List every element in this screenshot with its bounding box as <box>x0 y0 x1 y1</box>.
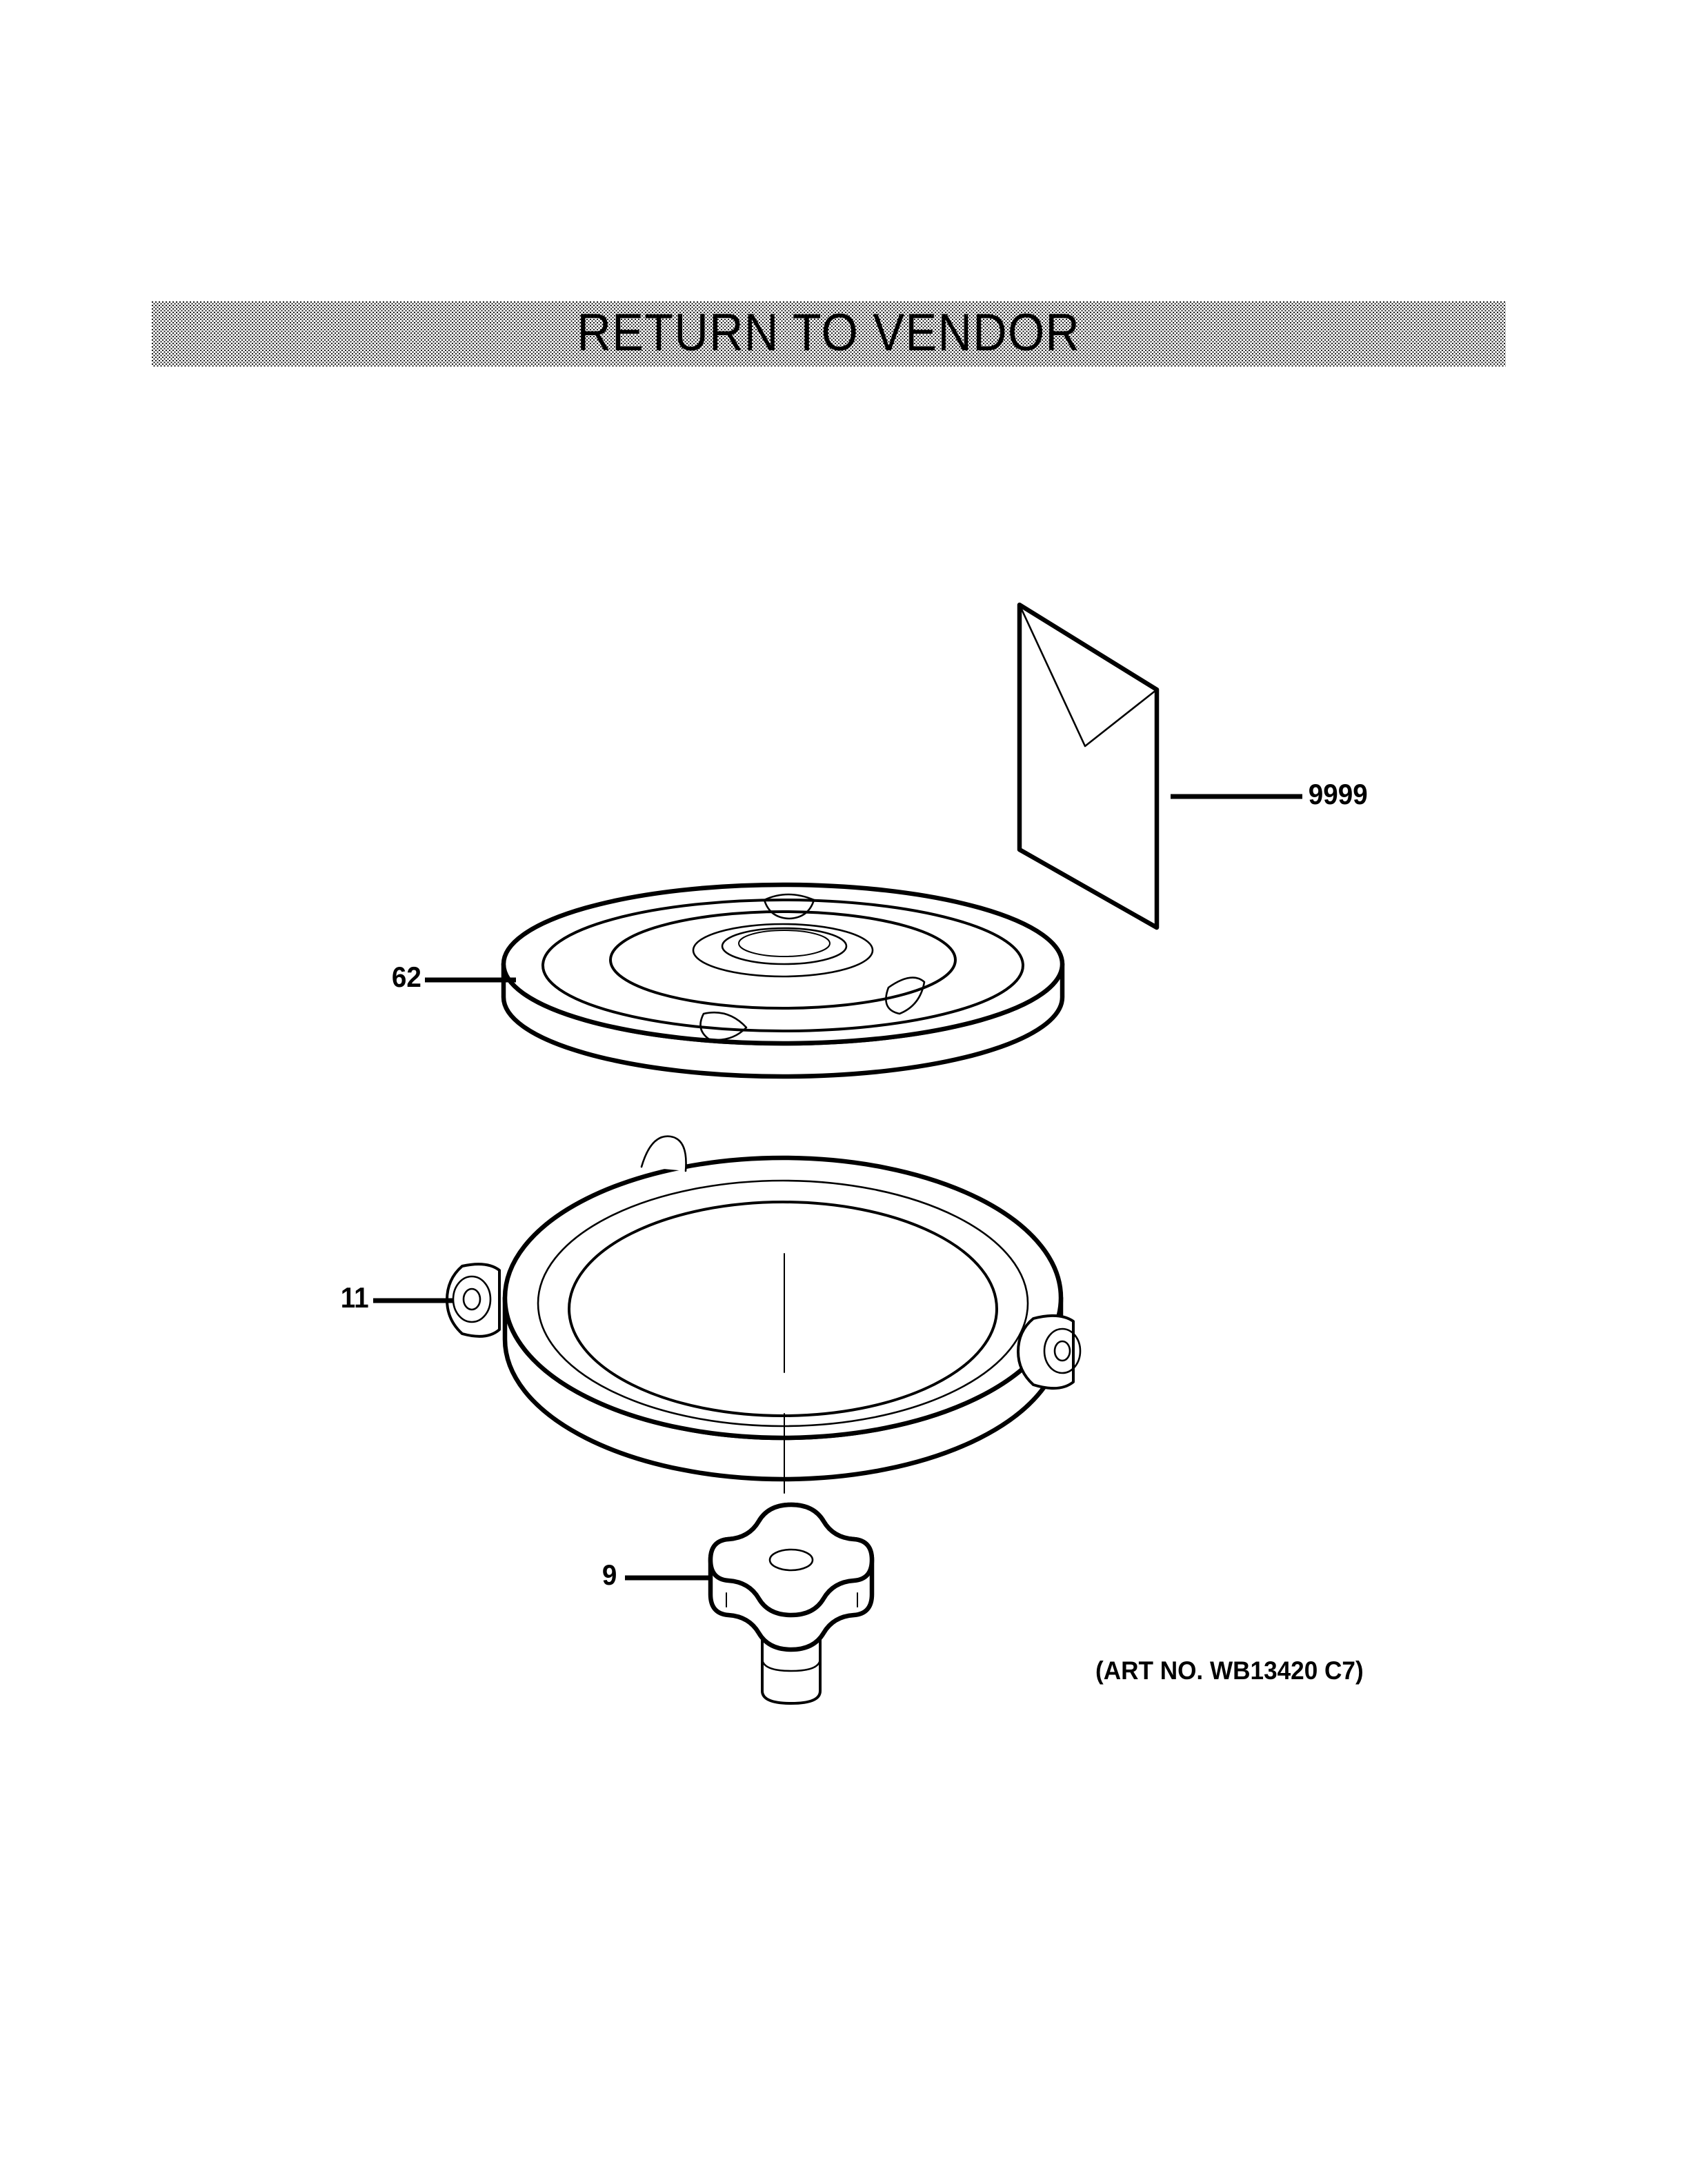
part-literature-envelope <box>1017 602 1160 930</box>
callout-label-9999: 9999 <box>1308 778 1368 810</box>
part-turntable-tray <box>501 882 1065 1079</box>
roller-right <box>1017 1314 1082 1390</box>
page-title: RETURN TO VENDOR <box>577 303 1081 362</box>
callout-label-11: 11 <box>340 1281 369 1314</box>
roller-left <box>446 1263 501 1338</box>
part-turntable-coupler <box>708 1502 875 1705</box>
callout-label-9: 9 <box>602 1559 617 1591</box>
part-roller-guide-ring <box>446 1135 1082 1482</box>
art-number-note: (ART NO. WB13420 C7) <box>1095 1656 1364 1685</box>
callout-label-62: 62 <box>391 961 421 993</box>
title-banner: RETURN TO VENDOR <box>152 301 1506 367</box>
